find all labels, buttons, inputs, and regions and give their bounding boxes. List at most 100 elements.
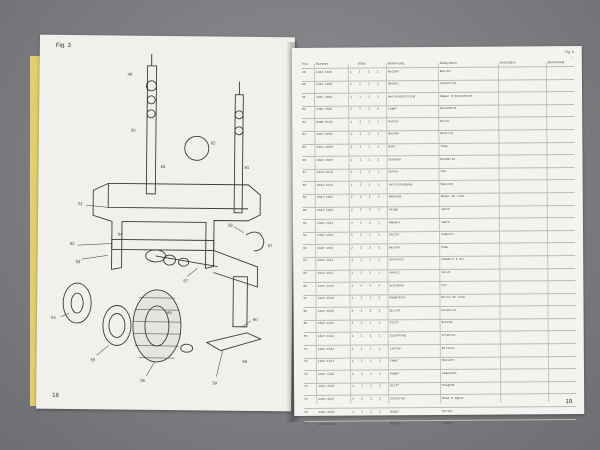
right-leg — [213, 250, 258, 288]
table-cell: 2 — [368, 107, 370, 111]
table-cell: 1 — [361, 410, 364, 414]
table-cell: Reifen — [389, 246, 400, 250]
table-cell: Vis — [441, 283, 447, 287]
callout: 60 — [253, 317, 258, 322]
left-page: Fig. 3 — [36, 34, 295, 412]
table-cell: 70 — [303, 334, 308, 338]
table-cell: 2 — [368, 208, 371, 212]
rim — [62, 282, 92, 324]
table-cell: 1 — [349, 70, 352, 74]
table-cell: 1322-1524 — [317, 359, 335, 363]
table-cell: Couvercle — [439, 81, 457, 86]
table-cell: 58 — [302, 183, 307, 187]
table-cell: 1323-1519 — [317, 296, 334, 301]
callout: 59 — [212, 380, 217, 385]
table-cell: 1 — [378, 296, 381, 300]
table-cell: 1323-1506 — [316, 145, 333, 149]
table-cell: 57 — [302, 171, 307, 175]
callout: 53 — [76, 259, 81, 264]
table-cell: Arrêtoir — [441, 333, 457, 337]
table-cell: Bolzen — [387, 69, 399, 73]
callout: 57 — [183, 278, 188, 283]
table-cell: 1 — [379, 422, 382, 426]
table-cell: Stift — [389, 321, 399, 325]
table-cell: Scheibe — [388, 157, 402, 162]
callout: 65 — [167, 310, 172, 315]
table-cell: 1 — [360, 321, 363, 325]
table-cell: 68 — [303, 309, 308, 313]
table-cell: 1 — [350, 183, 353, 187]
table-cell: 1 — [369, 372, 372, 376]
table-cell: 2 — [351, 309, 354, 313]
table-cell: 1 — [351, 372, 354, 376]
table-cell: 2 — [352, 397, 354, 401]
table-cell: Broche — [441, 321, 453, 325]
table-cell: 2 — [369, 309, 372, 313]
table-cell: 1 — [360, 258, 363, 262]
table-cell: 1322-1508 — [316, 158, 333, 162]
table-cell: 1 — [370, 409, 373, 414]
tyre — [132, 289, 182, 363]
table-cell: 2 — [359, 208, 362, 212]
table-cell: Rahmen — [388, 220, 400, 224]
table-cell: 1323-1521 — [317, 322, 334, 326]
table-cell: 1 — [377, 170, 380, 174]
table-cell: 1 — [367, 82, 370, 86]
table-cell: 67 — [303, 297, 308, 301]
table-cell: 1 — [350, 145, 353, 149]
table-cell: Moyeu de roue — [440, 195, 465, 199]
table-cell: Sicherung — [389, 334, 406, 338]
table-cell: Goupille — [441, 308, 456, 312]
table-cell: Kappe — [389, 372, 400, 376]
main-frame — [92, 182, 261, 270]
tube — [102, 305, 132, 346]
table-cell: 1323-1529 — [318, 422, 335, 426]
table-cell: 1 — [351, 271, 354, 275]
table-cell: 2 — [377, 107, 379, 111]
table-cell: 49 — [301, 70, 306, 74]
callout: 64 — [118, 232, 123, 237]
table-cell: Roue d'appui — [442, 396, 464, 400]
table-cell: 1324-1526 — [318, 385, 335, 389]
table-cell: 1 — [368, 132, 371, 136]
table-cell: 1 — [359, 120, 362, 124]
table-cell: 2 — [368, 195, 371, 199]
table-cell: 2 — [350, 107, 352, 111]
table-cell: 1 — [349, 82, 352, 86]
table-cell: 63 — [303, 246, 307, 250]
table-cell: 72 — [303, 360, 308, 364]
table-cell: 52 — [302, 108, 306, 112]
table-cell: 1 — [351, 296, 354, 300]
table-cell: 2 — [361, 397, 363, 401]
table-cell: 1323-1527 — [318, 397, 335, 401]
table-cell: 1 — [378, 359, 381, 363]
table-cell: 1 — [360, 334, 363, 338]
page-number-right: 19 — [565, 399, 573, 406]
table-cell: 1322-1528 — [318, 410, 335, 414]
table-cell: 1323-1517 — [317, 271, 334, 275]
table-cell: 54 — [302, 133, 306, 137]
table-cell: Support — [441, 233, 454, 237]
callout: 56 — [140, 378, 145, 383]
table-cell: 1324-1501 — [316, 196, 333, 200]
table-cell: Mutter — [388, 120, 400, 124]
table-cell: 60 — [302, 208, 307, 212]
table-cell: 1322-1513 — [316, 221, 334, 225]
table-cell: 51 — [302, 95, 306, 99]
table-cell: Verschraubung — [388, 183, 413, 187]
table-cell: 1 — [369, 258, 372, 262]
table-cell: 1 — [350, 221, 353, 225]
table-cell: Capuchon — [441, 371, 457, 375]
table-cell: 1 — [350, 170, 353, 174]
table-cell: 1 — [369, 321, 372, 325]
table-cell: 1324-1505 — [316, 133, 333, 137]
table-cell: 1 — [377, 158, 380, 162]
table-cell: 1 — [360, 347, 363, 351]
table-cell: 2 — [379, 397, 381, 401]
page-number-left: 18 — [52, 392, 59, 399]
post-right — [233, 94, 244, 214]
table-cell: Büchse — [388, 132, 400, 136]
table-cell: 1 — [359, 221, 362, 225]
table-cell: 1 — [378, 321, 381, 325]
